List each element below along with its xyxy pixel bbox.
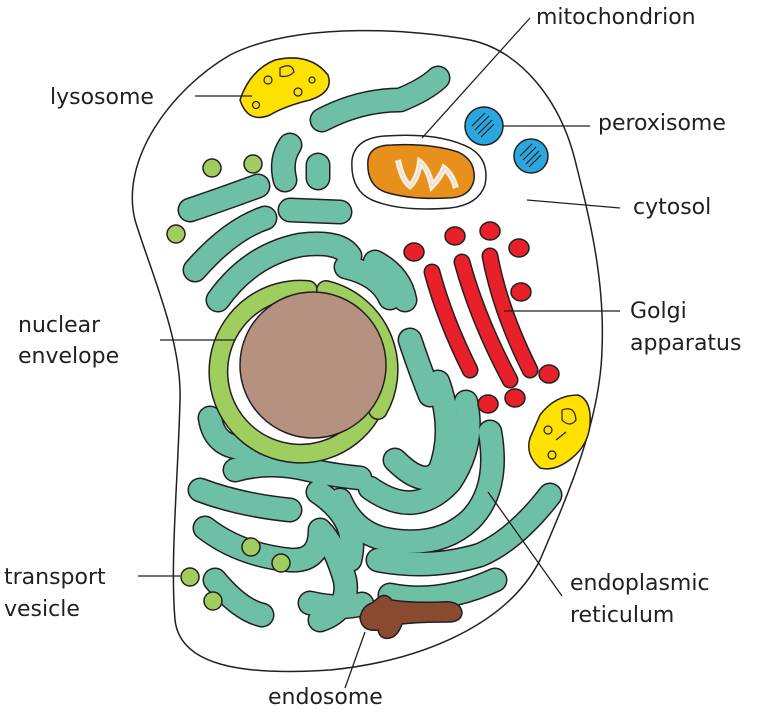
lysosome-lower [528, 394, 591, 470]
label-nuclear-envelope-line2: envelope [18, 344, 119, 369]
lysosome-upper [239, 57, 330, 119]
label-cytosol: cytosol [633, 195, 711, 220]
label-transport-vesicle-line2: vesicle [4, 597, 80, 622]
nucleus-interior [239, 291, 387, 439]
peroxisome-2 [513, 138, 549, 174]
label-endosome: endosome [268, 685, 383, 710]
label-er-line1: endoplasmic [570, 571, 710, 596]
nucleus [208, 279, 399, 464]
label-transport-vesicle-line1: transport [4, 565, 106, 590]
label-lysosome: lysosome [50, 85, 154, 110]
peroxisome-1 [464, 106, 504, 146]
label-nuclear-envelope-line1: nuclear [18, 313, 101, 338]
transport-vesicles [166, 154, 291, 611]
label-er-line2: reticulum [570, 603, 674, 628]
label-golgi-line1: Golgi [630, 299, 687, 324]
mitochondrion [351, 134, 487, 210]
label-peroxisome: peroxisome [598, 111, 726, 136]
endoplasmic-reticulum [177, 65, 563, 633]
endosome [359, 594, 463, 640]
label-golgi-line2: apparatus [630, 331, 741, 356]
labels: mitochondrion lysosome peroxisome cytoso… [4, 5, 741, 710]
leader-lines [138, 17, 621, 689]
label-mitochondrion: mitochondrion [536, 5, 696, 30]
